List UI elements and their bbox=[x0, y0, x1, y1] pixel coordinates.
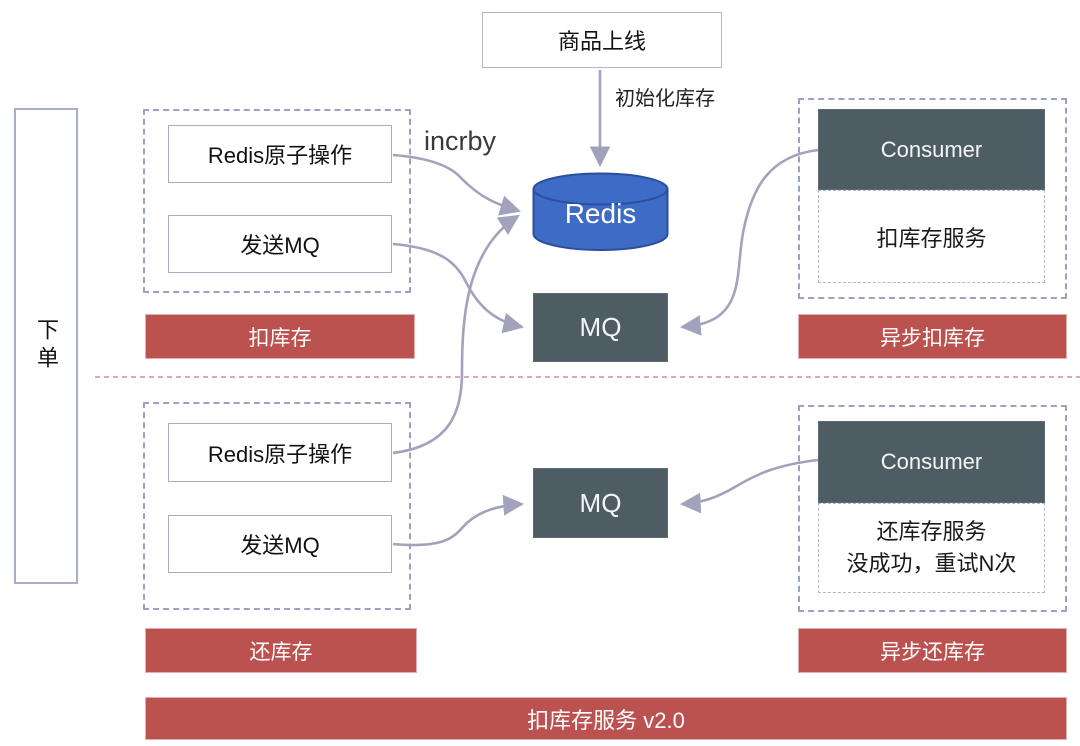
incrby-label: incrby bbox=[424, 126, 497, 156]
upper-redis-op-box: Redis原子操作 bbox=[168, 125, 392, 183]
order-sidebar-box: 下单 bbox=[14, 108, 78, 584]
lower-consumer-group bbox=[798, 405, 1067, 612]
upper-consumer-box: Consumer bbox=[818, 109, 1045, 190]
upper-send-mq-box: 发送MQ bbox=[168, 215, 392, 273]
lower-send-mq-label: 发送MQ bbox=[240, 533, 320, 558]
upper-banner: 扣库存 bbox=[145, 314, 415, 359]
lower-banner-label: 还库存 bbox=[249, 640, 313, 664]
upper-send-mq-label: 发送MQ bbox=[240, 233, 320, 258]
lower-banner: 还库存 bbox=[145, 628, 417, 673]
upper-async-banner-label: 异步扣库存 bbox=[880, 326, 985, 350]
lower-service-box: 还库存服务 没成功，重试N次 bbox=[818, 503, 1045, 593]
upper-mq-box: MQ bbox=[533, 293, 668, 362]
lower-async-banner: 异步还库存 bbox=[798, 628, 1067, 673]
upper-service-label: 扣库存服务 bbox=[876, 225, 987, 251]
lower-service-line1: 还库存服务 bbox=[876, 519, 987, 545]
upper-mq-label: MQ bbox=[579, 312, 622, 342]
lower-mq-label: MQ bbox=[579, 487, 622, 518]
upper-redis-op-label: Redis原子操作 bbox=[207, 143, 353, 168]
redis-cylinder-shape bbox=[532, 172, 669, 251]
upper-service-box: 扣库存服务 bbox=[818, 190, 1045, 283]
lower-redis-op-box: Redis原子操作 bbox=[168, 423, 392, 482]
lower-service-line2: 没成功，重试N次 bbox=[846, 551, 1017, 576]
upper-consumer-label: Consumer bbox=[880, 136, 983, 162]
redis-cylinder: Redis bbox=[532, 172, 669, 256]
upper-banner-label: 扣库存 bbox=[248, 326, 312, 350]
lower-send-mq-box: 发送MQ bbox=[168, 515, 392, 573]
lower-async-banner-label: 异步还库存 bbox=[880, 640, 985, 664]
init-inventory-label: 初始化库存 bbox=[615, 88, 715, 110]
product-online-label: 商品上线 bbox=[557, 29, 646, 54]
lower-mq-box: MQ bbox=[533, 468, 668, 538]
order-label: 下单 bbox=[34, 318, 59, 374]
upper-async-banner: 异步扣库存 bbox=[798, 314, 1067, 359]
redis-label: Redis bbox=[564, 198, 637, 229]
arrow-upper-redisop-to-redis bbox=[392, 153, 521, 216]
lower-redis-op-label: Redis原子操作 bbox=[207, 441, 353, 467]
footer-banner-label: 扣库存服务 v2.0 bbox=[527, 707, 685, 733]
lower-consumer-box: Consumer bbox=[818, 421, 1045, 503]
footer-banner: 扣库存服务 v2.0 bbox=[145, 697, 1067, 740]
product-online-box: 商品上线 bbox=[482, 12, 722, 68]
lower-consumer-label: Consumer bbox=[880, 449, 983, 474]
arrow-lower-sendmq-to-mq bbox=[392, 494, 525, 547]
